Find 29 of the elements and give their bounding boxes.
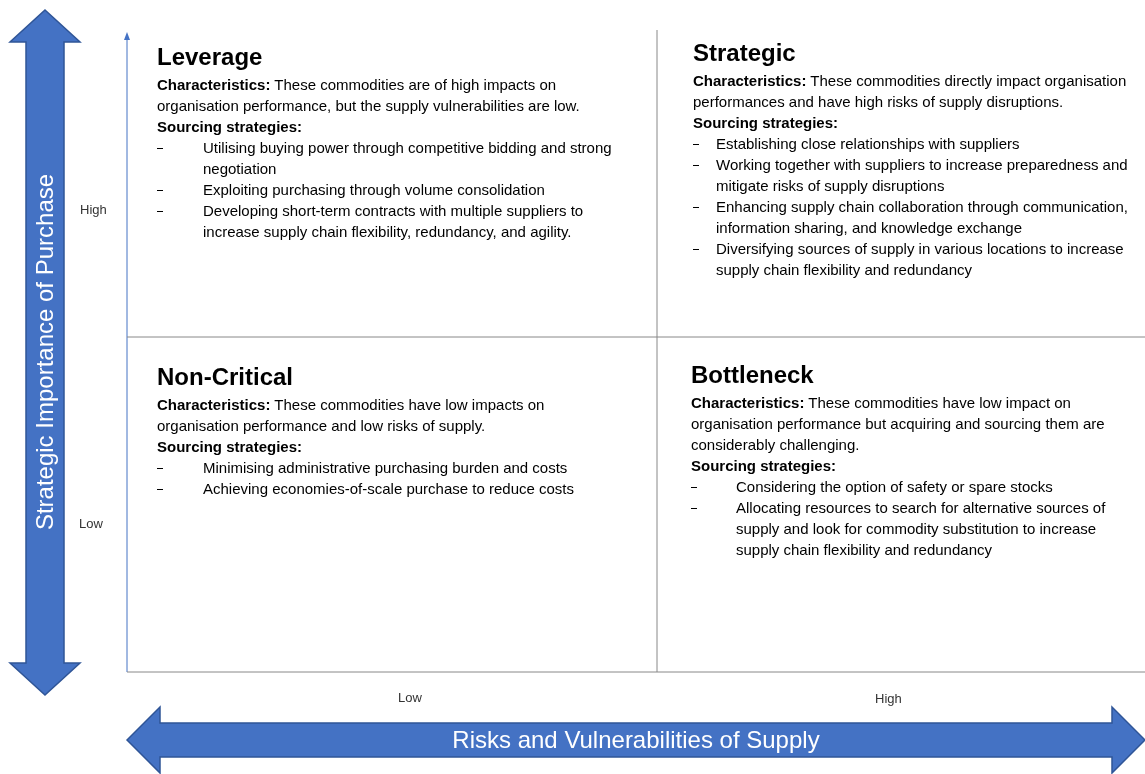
bullet-text: Allocating resources to search for alternative sources of supply and look for commodity substitution to increase supply chain flexibility and redundancy: [736, 499, 1106, 558]
description-text: Characteristics: These commodities directly impact organisation performances and have high risks of supply disruptions.: [693, 71, 1128, 112]
bullet-text: Working together with suppliers to increase preparedness and mitigate risks of supply disruptions: [716, 156, 1128, 194]
quadrant-title: Leverage: [157, 42, 264, 72]
bullet-text: Enhancing supply chain collaboration through communication, information sharing, and knowledge exchange: [716, 198, 1128, 236]
bullet-text: Developing short-term contracts with multiple suppliers to increase supply chain flexibility, redundancy, and agility.: [203, 202, 584, 240]
description-text: Characteristics: These commodities are of high impacts on organisation performance, but the supply vulnerabilities are low.: [157, 75, 581, 116]
bullet-text: Exploiting purchasing through volume consolidation: [203, 181, 545, 198]
bullet-text: Utilising buying power through competitive bidding and strong negotiation: [203, 139, 612, 177]
axis-label: Low: [398, 690, 422, 705]
description-text: Characteristics: These commodities have low impact on organisation performance but acquiring and sourcing them are considerably challenging.: [691, 393, 1106, 455]
bullet-text: Achieving economies-of-scale purchase to reduce costs: [203, 480, 575, 497]
section-heading: Sourcing strategies:: [693, 113, 840, 133]
axis-label: Low: [79, 516, 103, 531]
axis-label: High: [875, 691, 902, 706]
section-heading: Sourcing strategies:: [691, 456, 838, 476]
axis-title: Strategic Importance of Purchase: [31, 173, 59, 531]
quadrant-title: Bottleneck: [691, 360, 815, 390]
axis-label: High: [80, 202, 107, 217]
bullet-text: Establishing close relationships with suppliers: [716, 135, 1020, 152]
quadrant-title: Strategic: [693, 38, 797, 68]
section-heading: Sourcing strategies:: [157, 117, 304, 137]
section-heading: Sourcing strategies:: [157, 437, 304, 457]
bullet-text: Minimising administrative purchasing burden and costs: [203, 459, 568, 476]
description-text: Characteristics: These commodities have low impacts on organisation performance and low risks of supply.: [157, 395, 546, 436]
bullet-text: Considering the option of safety or spare stocks: [736, 478, 1053, 495]
quadrant-title: Non-Critical: [157, 362, 294, 392]
bullet-text: Diversifying sources of supply in various locations to increase supply chain flexibility and redundancy: [716, 240, 1124, 278]
axis-title: Risks and Vulnerabilities of Supply: [452, 726, 820, 754]
